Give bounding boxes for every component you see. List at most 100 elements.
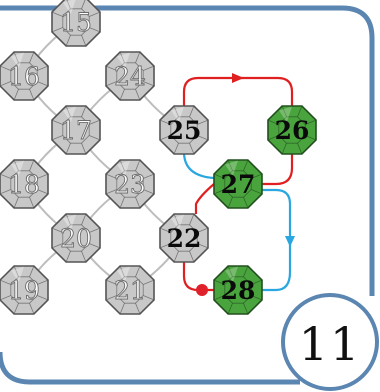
gem-facet-line [119,197,125,209]
gem-facet-line [37,81,49,87]
gem-highlight [11,266,24,283]
gem-shape [0,159,49,209]
level-node-28[interactable]: 28 [213,265,263,315]
level-node-18[interactable]: 18 [0,159,49,209]
gem-facet-line [227,303,233,315]
gem-facet-line [66,0,71,9]
gem-shape [0,51,49,101]
gem-facet-line [119,89,125,101]
gem-facet-line [143,173,155,179]
gem-facet-line [13,89,19,101]
level-node-label: 26 [275,116,310,145]
gem-facet-line [189,251,195,263]
level-node-label: 22 [167,224,202,253]
level-node-26[interactable]: 26 [267,105,317,155]
level-node-label: 20 [60,224,92,253]
gem-facet-line [159,119,171,125]
gem-facet-line [51,135,63,141]
gem-highlight [171,214,184,231]
gem-facet-line [89,243,101,249]
gem-facet-line [305,135,317,141]
level-node-19[interactable]: 19 [0,265,49,315]
link-27-22 [194,183,215,214]
gem-facet-line [89,227,101,233]
level-node-15[interactable]: 15 [51,0,101,47]
gem-facet-line [0,173,11,179]
gem-highlight [63,106,76,123]
gem-facet-line [119,159,125,171]
gem-facet-line [65,213,71,225]
gem-facet-line [29,89,35,101]
gem-facet-line [0,65,11,71]
gem-facet-line [89,119,101,125]
gem-highlight [279,106,292,123]
gem-facet-line [143,81,155,87]
gem-facet-line [51,11,63,17]
gem-facet-line [0,189,11,195]
gem-facet-line [13,265,19,277]
gem-facet-line [119,51,125,63]
gem-facet-line [0,295,11,301]
level-node-27[interactable]: 27 [213,159,263,209]
gem-facet-line [105,81,117,87]
level-node-24[interactable]: 24 [105,51,155,101]
gem-facet-line [243,303,249,315]
gem-facet-line [105,65,117,71]
level-node-label: 18 [8,170,40,199]
gem-facet-line [29,51,35,63]
level-badge: 11 [281,293,379,391]
level-node-25[interactable]: 25 [159,105,209,155]
level-node-20[interactable]: 20 [51,213,101,263]
gem-facet-line [81,35,87,47]
gem-highlight [117,266,130,283]
gem-facet-line [281,143,287,155]
gem-facet-line [37,295,49,301]
level-node-label: 28 [221,276,256,305]
gem-facet-line [51,119,63,125]
gem-facet-line [29,265,35,277]
gem-facet-line [227,197,233,209]
gem-facet-line [159,243,171,249]
gem-facet-line [81,0,86,9]
arrow-red-top [232,73,244,83]
gem-highlight [117,52,130,69]
level-node-label: 23 [114,170,146,199]
gem-facet-line [251,189,263,195]
gem-facet-line [305,119,317,125]
gem-highlight [225,160,238,177]
gem-facet-line [251,295,263,301]
gem-facet-line [135,51,141,63]
gem-facet-line [243,159,249,171]
gem-facet-line [29,303,35,315]
level-node-16[interactable]: 16 [0,51,49,101]
level-node-17[interactable]: 17 [51,105,101,155]
gem-facet-line [189,213,195,225]
gem-facet-line [297,105,303,117]
gem-facet-line [135,303,141,315]
level-node-23[interactable]: 23 [105,159,155,209]
gem-highlight [63,0,76,15]
gem-facet-line [81,213,87,225]
gem-facet-line [243,197,249,209]
gem-facet-line [135,197,141,209]
gem-facet-line [0,81,11,87]
gem-facet-line [135,159,141,171]
gem-facet-line [213,189,225,195]
gem-facet-line [135,265,141,277]
gem-facet-line [105,279,117,285]
gem-facet-line [173,143,179,155]
level-node-22[interactable]: 22 [159,213,209,263]
link-25-26 [182,76,294,108]
gem-facet-line [13,303,19,315]
level-badge-number: 11 [299,317,362,371]
gem-highlight [11,160,24,177]
gem-highlight [63,214,76,231]
gem-facet-line [13,197,19,209]
gem-facet-line [227,265,233,277]
gem-facet-line [227,159,233,171]
level-node-21[interactable]: 21 [105,265,155,315]
gem-facet-line [13,51,19,63]
gem-facet-line [267,135,279,141]
